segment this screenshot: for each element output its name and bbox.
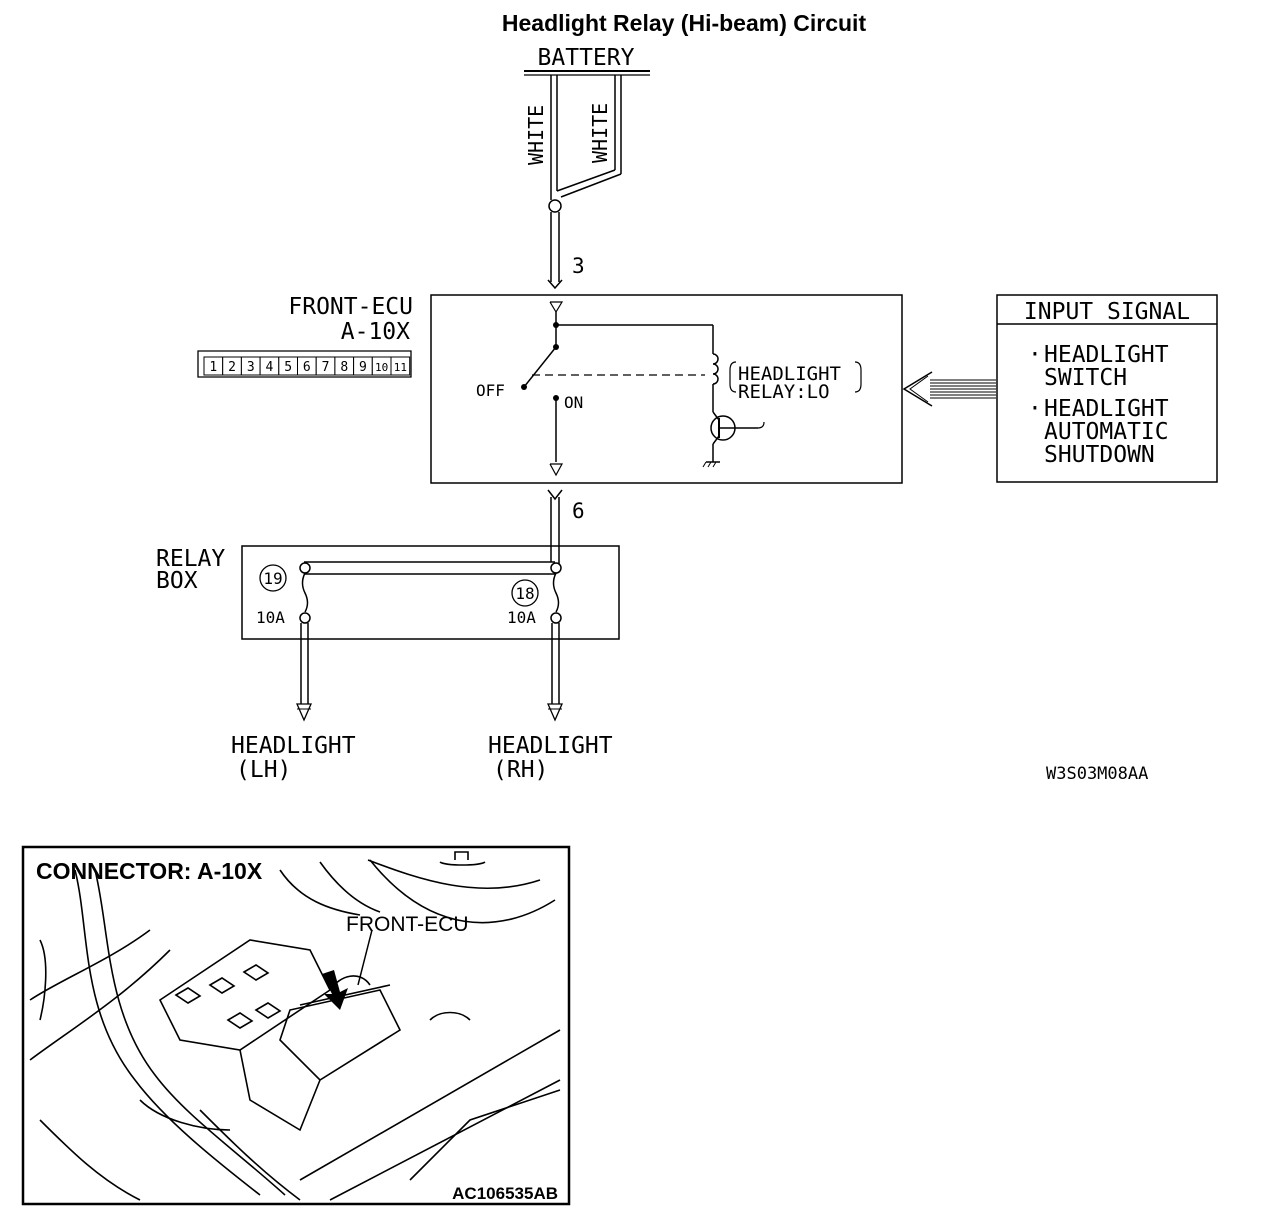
wire-color-left: WHITE [524, 105, 548, 165]
fuse-19-rating: 10A [256, 608, 285, 627]
relay-box [241, 545, 620, 640]
switch-off-label: OFF [476, 381, 505, 400]
output-lh-line1: HEADLIGHT [231, 733, 356, 759]
input-item-text: AUTOMATIC [1044, 419, 1169, 445]
input-signal-header: INPUT SIGNAL [1024, 299, 1190, 325]
connector-pin-number: 5 [284, 360, 292, 375]
connector-location-photo [21, 845, 571, 1206]
terminal-3-label: 3 [572, 254, 585, 278]
wire-to-headlight-rh [547, 623, 563, 722]
photo-connector-label: CONNECTOR: A-10X [36, 858, 263, 884]
relay-name-line1: HEADLIGHT [738, 363, 841, 385]
connector-pin-number: 10 [375, 361, 388, 374]
input-item-bullet: · [1028, 342, 1042, 368]
output-lh-line2: (LH) [236, 757, 291, 783]
connector-pin-number: 2 [228, 360, 236, 375]
relay-name-line2: RELAY:LO [738, 381, 830, 403]
connector-pin-number: 6 [303, 360, 311, 375]
fuse-19-number: 19 [263, 569, 282, 588]
connector-pin-cell [390, 356, 411, 376]
input-signal-arrow [902, 371, 996, 407]
terminal-6-label: 6 [572, 499, 585, 523]
wire-to-headlight-lh [296, 623, 312, 722]
photo-callout-front-ecu: FRONT-ECU [346, 913, 469, 936]
fuse-18-number: 18 [515, 584, 534, 603]
fuse-18-badge [511, 579, 539, 607]
relay-box-bus [299, 561, 562, 624]
relay-box-label-line2: BOX [156, 568, 198, 594]
input-item-text: SHUTDOWN [1044, 442, 1155, 468]
fuse-18-rating: 10A [507, 608, 536, 627]
input-item-text: SWITCH [1044, 365, 1127, 391]
input-signal-list: ·HEADLIGHTSWITCH·HEADLIGHTAUTOMATICSHUTD… [1028, 342, 1169, 468]
battery-block: BATTERY WHITE WHITE [524, 45, 650, 290]
ecu-box [430, 294, 903, 484]
input-item-text: HEADLIGHT [1044, 342, 1169, 368]
diagram-code: W3S03M08AA [1046, 764, 1148, 784]
battery-label: BATTERY [538, 45, 635, 71]
connector-pin-number: 7 [322, 360, 330, 375]
location-arrow-icon [322, 970, 348, 1010]
switch-on-label: ON [564, 393, 583, 412]
diagram-title: Headlight Relay (Hi-beam) Circuit [502, 10, 867, 36]
ecu-name: FRONT-ECU [288, 294, 413, 320]
splice-point [548, 199, 562, 213]
connector-pin-number: 3 [247, 360, 255, 375]
connector-pin-number: 9 [359, 360, 367, 375]
fuse-19-badge [259, 564, 287, 592]
relay-box-label-line1: RELAY [156, 546, 225, 572]
wire-color-right: WHITE [588, 103, 612, 163]
engine-bay-illustration [29, 851, 561, 1201]
ecu-connector-id: A-10X [341, 319, 410, 345]
connector-pin-number: 11 [394, 361, 407, 374]
wire-ecu-to-relay [547, 489, 563, 568]
connector-pin-number: 4 [266, 360, 274, 375]
photo-code: AC106535AB [452, 1184, 558, 1203]
connector-pin-number: 1 [209, 360, 217, 375]
input-item-bullet: · [1028, 396, 1042, 422]
output-rh-line2: (RH) [493, 757, 548, 783]
connector-pin-number: 8 [340, 360, 348, 375]
input-item-text: HEADLIGHT [1044, 396, 1169, 422]
output-rh-line1: HEADLIGHT [488, 733, 613, 759]
ecu-internal-circuit [521, 301, 862, 477]
input-signal-box [996, 294, 1218, 483]
